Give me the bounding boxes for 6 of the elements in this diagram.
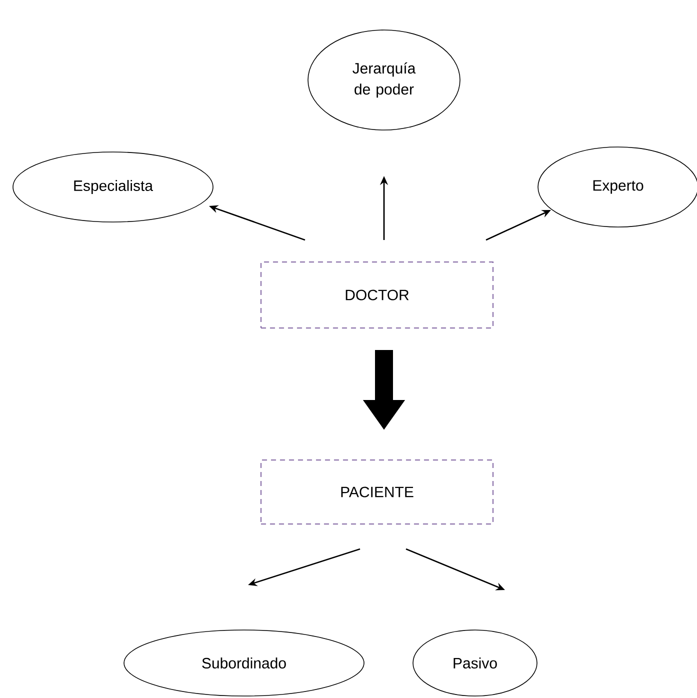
ellipse-node: Jerarquía de poder [308, 30, 460, 130]
dashed-box: PACIENTE [260, 460, 494, 524]
ellipse-node: Pasivo [412, 630, 538, 696]
ellipse-node: Subordinado [124, 630, 364, 696]
dashed-box: DOCTOR [260, 262, 494, 328]
ellipse-node: Especialista [12, 152, 214, 222]
